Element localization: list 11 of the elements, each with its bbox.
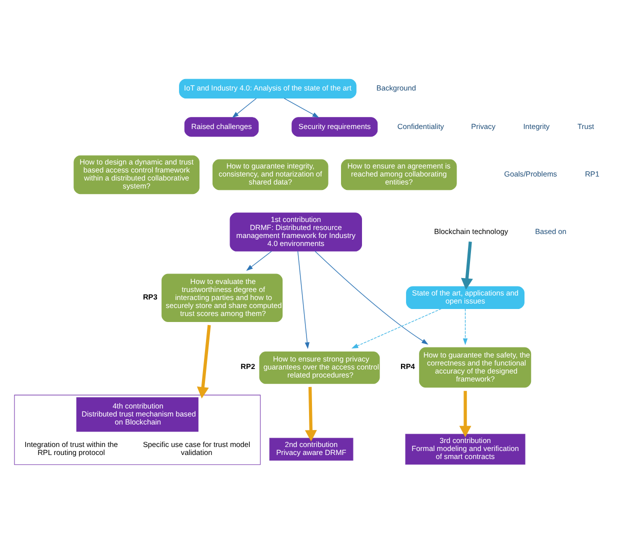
arrow xyxy=(314,250,428,344)
arrow xyxy=(246,250,272,270)
arrow xyxy=(284,97,320,118)
arrow xyxy=(196,324,211,398)
arrow xyxy=(461,241,473,290)
arrow xyxy=(232,98,257,118)
arrow xyxy=(462,308,468,345)
arrow xyxy=(351,308,442,348)
arrow xyxy=(304,386,317,441)
arrow xyxy=(459,390,472,437)
arrow xyxy=(297,250,310,348)
